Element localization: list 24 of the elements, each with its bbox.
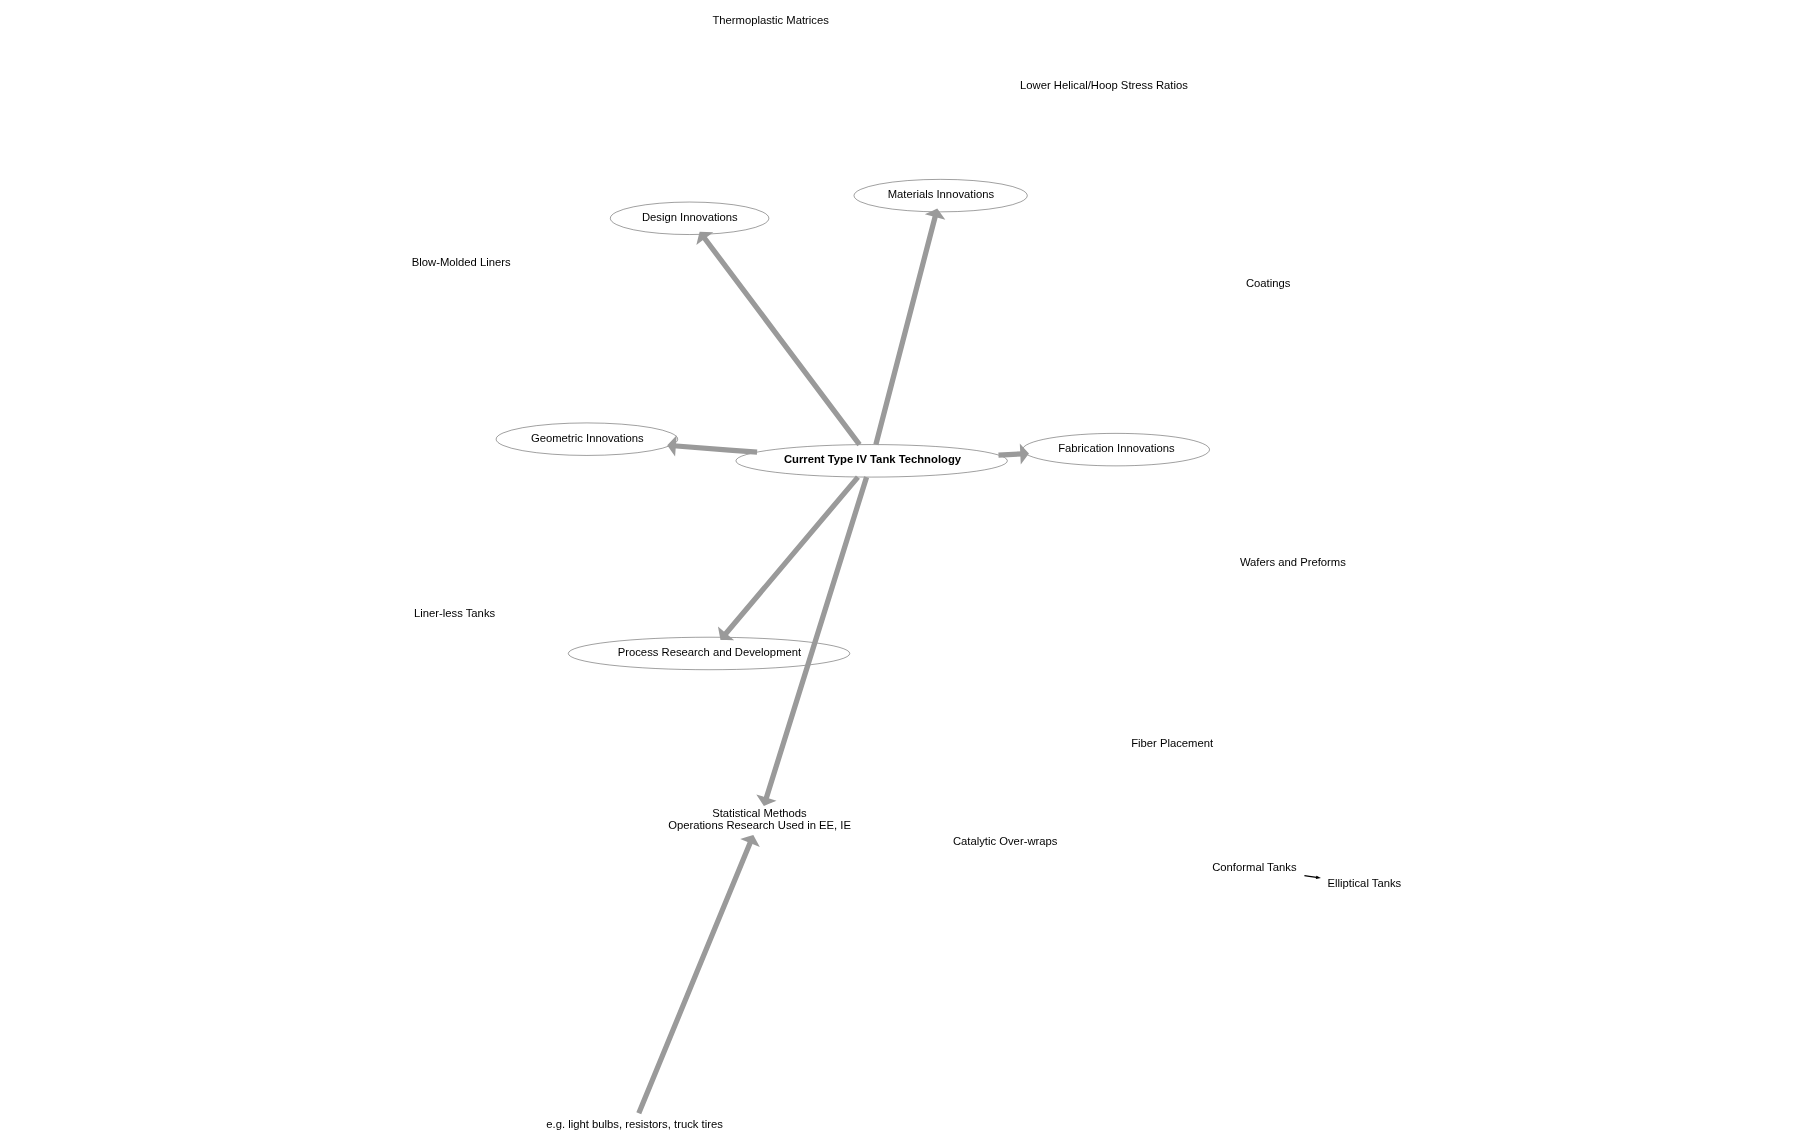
node-text: Elliptical Tanks — [1327, 877, 1401, 890]
label: Catalytic Over-wraps — [952, 835, 1057, 848]
label: Lower Helical/Hoop Stress Ratios — [1019, 78, 1188, 91]
arrow — [695, 231, 862, 447]
label: Thermoplastic Matrices — [711, 14, 829, 27]
label: Blow-Molded Liners — [411, 256, 511, 269]
node-ellipse: Current Type IV Tank Technology — [735, 444, 1008, 478]
label: Coatings — [1245, 276, 1290, 289]
node-text: e.g. light bulbs, resistors, truck tires — [545, 1117, 723, 1130]
node-ellipse: Process Research and Development — [567, 637, 850, 670]
label: Liner-less Tanks — [413, 607, 495, 620]
arrow — [666, 435, 757, 457]
node-text: Conformal Tanks — [1211, 860, 1297, 873]
arrow — [1303, 875, 1321, 880]
arrow — [997, 443, 1029, 465]
node-ellipse: Design Innovations — [609, 201, 769, 235]
node-text: Statistical Methods Operations Research Used in EE, IE — [667, 807, 851, 832]
node-ellipse: Materials Innovations — [853, 179, 1027, 213]
label: Wafers and Preforms — [1239, 555, 1346, 568]
arrow — [635, 834, 760, 1115]
arrow — [755, 476, 869, 806]
arrow — [717, 475, 860, 641]
label: Fiber Placement — [1130, 737, 1213, 750]
arrow — [872, 208, 945, 446]
